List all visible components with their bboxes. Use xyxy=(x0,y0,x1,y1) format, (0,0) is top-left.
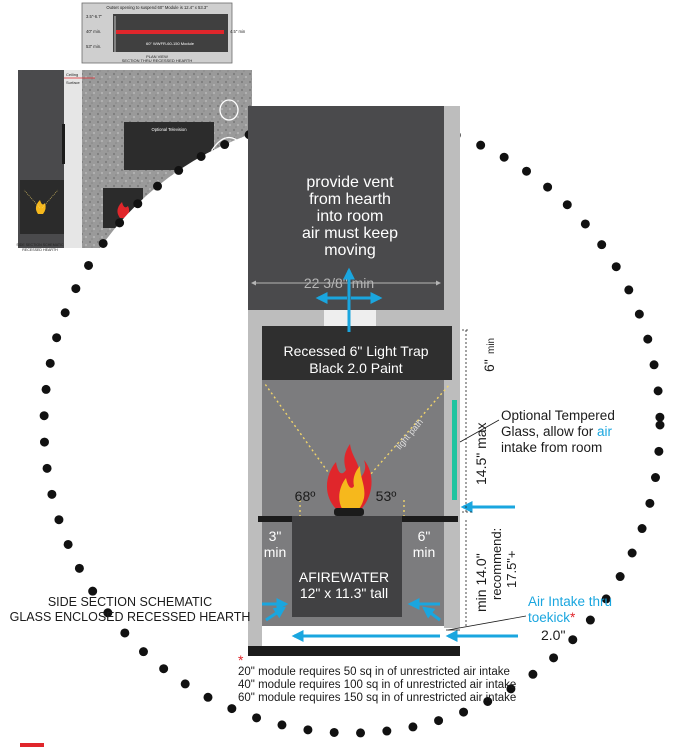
plan-view-module-label: 60" WWFR-60-150 Module xyxy=(146,41,195,46)
inset-light-ray-left xyxy=(23,189,41,209)
air-intake-line-1: Air Intake thru xyxy=(528,594,612,609)
clearance-left-value: 3" xyxy=(269,528,282,544)
glass-note-air: air xyxy=(597,424,613,439)
right-dimensions xyxy=(462,329,472,626)
air-intake-line-2: toekick* xyxy=(528,610,576,625)
dim-recommend-2: 17.5"+ xyxy=(504,550,519,588)
vent-text-line-1: provide vent xyxy=(306,174,394,191)
side-title-line-1: SIDE SECTION SCHEMATIC xyxy=(48,595,212,609)
air-intake-asterisk: * xyxy=(570,610,576,625)
dim-6-top: 6" xyxy=(481,359,497,372)
footnote-line-3: 60" module requires 150 sq in of unrestr… xyxy=(238,692,516,704)
product-name: AFIREWATER xyxy=(299,569,389,585)
vent-text-line-4: air must keep xyxy=(302,225,398,242)
inset-hearth-flame xyxy=(117,202,130,218)
plan-view-caption-1: PLAN VIEW xyxy=(146,54,168,59)
inset-ceiling-label-1: Ceiling xyxy=(66,72,78,77)
glass-note-line-2-text: Glass, allow for xyxy=(501,424,594,439)
red-corner-mark xyxy=(20,743,44,747)
vent-text-line-5: moving xyxy=(324,242,376,259)
plan-dim-right: 4.5" min xyxy=(230,29,246,34)
footnote-line-2: 40" module requires 100 sq in of unrestr… xyxy=(238,679,516,691)
light-trap-line-2: Black 2.0 Paint xyxy=(309,360,402,376)
glass-note-leader xyxy=(459,419,500,443)
plan-dim-1: 3.5"-6.7" xyxy=(86,14,103,19)
air-arrow-diag-right xyxy=(422,606,441,622)
tempered-glass xyxy=(452,400,457,500)
air-arrow-diag-left xyxy=(265,606,286,622)
toekick-leader xyxy=(447,615,527,631)
dim-14-5: 14.5" max xyxy=(473,422,489,485)
inset-plan-view: Outset opening to suspend 60" Module is … xyxy=(81,2,246,64)
flame-yellow xyxy=(339,466,365,514)
vent-text-line-2: from hearth xyxy=(309,191,391,208)
vent-text-block: provide vent from hearth into room air m… xyxy=(302,174,398,259)
plan-view-module-bar xyxy=(116,30,224,34)
air-intake-line-2-text: toekick xyxy=(528,610,570,625)
clearance-right-value: 6" xyxy=(418,528,431,544)
product-size: 12" x 11.3" tall xyxy=(300,585,388,601)
clearance-left-sub: min xyxy=(264,544,287,560)
glass-note-line-1: Optional Tempered xyxy=(501,408,615,423)
angle-left: 68º xyxy=(295,488,316,504)
inset-side-caption-2: RECESSED HEARTH xyxy=(22,248,58,252)
inset-side-caption-1: SIDE SECTION SCHEMATIC xyxy=(16,243,64,247)
side-title-line-2: GLASS ENCLOSED RECESSED HEARTH xyxy=(10,610,251,624)
floor-slab xyxy=(248,646,460,656)
flame-icon xyxy=(326,444,372,516)
dim-6-top-sub: min xyxy=(486,338,497,354)
inset-column-gap xyxy=(64,70,82,248)
burner-base xyxy=(334,508,364,516)
inset-column-flame xyxy=(35,200,46,214)
inset-tv-label: Optional Television xyxy=(151,127,187,132)
plan-dim-2: 40" min. xyxy=(86,29,101,34)
glass-note-line-3: intake from room xyxy=(501,440,602,455)
vent-arrows xyxy=(315,267,383,332)
plan-view-caption-2: SECTION THRU RECESSED HEARTH xyxy=(122,58,193,63)
inset-light-ray-right xyxy=(41,189,59,209)
glass-note-line-2: Glass, allow for air xyxy=(501,424,613,439)
plan-view-top-note: Outset opening to suspend 60" Module is … xyxy=(106,5,208,10)
angle-right: 53º xyxy=(376,488,397,504)
footnote-line-1: 20" module requires 50 sq in of unrestri… xyxy=(238,666,510,678)
air-flow-arrows xyxy=(262,501,518,642)
inset-ceiling-label-2: Surface xyxy=(66,80,81,85)
dim-recommend-1: recommend: xyxy=(489,528,504,600)
dim-2-0: 2.0" xyxy=(541,627,565,643)
inset-glass-strip xyxy=(62,124,65,164)
clearance-right-sub: min xyxy=(413,544,436,560)
dim-14-0: min 14.0" xyxy=(473,553,489,612)
light-trap-line-1: Recessed 6" Light Trap xyxy=(283,343,428,359)
plan-dim-3: 53" min. xyxy=(86,44,101,49)
footnote-asterisk: * xyxy=(238,652,244,668)
afirewater-unit xyxy=(292,516,402,617)
vent-text-line-3: into room xyxy=(317,208,384,225)
light-ray-left xyxy=(264,383,349,501)
glass-note: Optional Tempered Glass, allow for air i… xyxy=(459,408,615,455)
width-dim-label: 22 3/8" min xyxy=(304,275,374,291)
left-wall-light xyxy=(248,326,262,646)
light-trap xyxy=(262,326,452,380)
